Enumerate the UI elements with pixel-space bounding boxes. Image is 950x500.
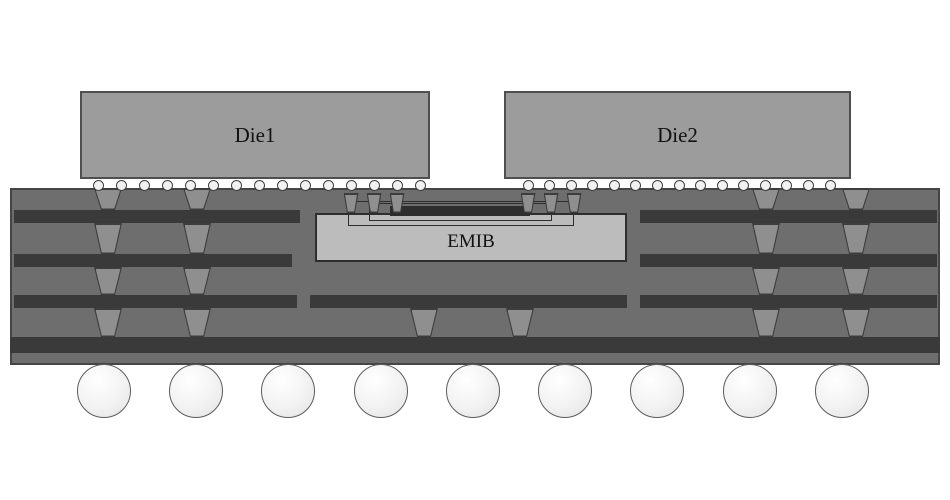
microbump	[368, 179, 380, 191]
via-fill	[95, 189, 121, 209]
microbump	[544, 179, 556, 191]
microbump	[184, 179, 196, 191]
via-fill	[391, 194, 403, 212]
microbump	[230, 179, 242, 191]
microbump	[391, 179, 403, 191]
die2: Die2	[504, 91, 851, 179]
solder-ball	[261, 364, 315, 418]
microbump	[161, 179, 173, 191]
solder-ball	[446, 364, 500, 418]
microbump	[802, 179, 814, 191]
die1: Die1	[80, 91, 430, 179]
microvia	[366, 193, 382, 213]
microbump	[630, 179, 642, 191]
via-fill	[545, 194, 557, 212]
microbump	[322, 179, 334, 191]
die2-label: Die2	[657, 122, 698, 147]
via	[842, 188, 870, 210]
routing-trace	[310, 295, 627, 308]
microbump	[92, 179, 104, 191]
emib-bridge: EMIB	[315, 213, 627, 262]
microbump	[276, 179, 288, 191]
microvia	[543, 193, 559, 213]
via-fill	[345, 194, 357, 212]
solder-ball	[723, 364, 777, 418]
solder-ball	[77, 364, 131, 418]
via	[752, 308, 780, 337]
solder-ball	[538, 364, 592, 418]
microbump	[115, 179, 127, 191]
microbump	[587, 179, 599, 191]
via	[94, 223, 122, 254]
solder-ball	[354, 364, 408, 418]
microbump	[781, 179, 793, 191]
ground-plane	[10, 337, 940, 353]
via	[94, 188, 122, 210]
via	[752, 188, 780, 210]
microvia	[520, 193, 536, 213]
microbump	[738, 179, 750, 191]
via	[94, 267, 122, 295]
routing-trace	[640, 210, 937, 223]
via-fill	[753, 189, 779, 209]
via	[183, 188, 211, 210]
microbump	[673, 179, 685, 191]
microbump	[207, 179, 219, 191]
routing-trace	[14, 254, 292, 267]
bridge-trace-outline	[348, 201, 574, 226]
emib-label: EMIB	[447, 231, 495, 252]
microbump	[716, 179, 728, 191]
via-fill	[368, 194, 380, 212]
microvia	[343, 193, 359, 213]
microbump	[824, 179, 836, 191]
microbump	[608, 179, 620, 191]
via-fill	[522, 194, 534, 212]
via-fill	[568, 194, 580, 212]
die1-label: Die1	[234, 122, 276, 147]
microbump	[522, 179, 534, 191]
routing-trace	[14, 295, 297, 308]
microbump	[695, 179, 707, 191]
microbump	[253, 179, 265, 191]
microbump	[345, 179, 357, 191]
solder-ball	[630, 364, 684, 418]
microvia	[389, 193, 405, 213]
microbump	[299, 179, 311, 191]
microbump	[414, 179, 426, 191]
bridge-trace-bar	[390, 206, 530, 216]
solder-ball	[815, 364, 869, 418]
microbump	[565, 179, 577, 191]
solder-ball	[169, 364, 223, 418]
microbump	[759, 179, 771, 191]
routing-trace	[640, 295, 937, 308]
routing-trace	[640, 254, 937, 267]
microvia	[566, 193, 582, 213]
microbump	[138, 179, 150, 191]
via-fill	[184, 189, 210, 209]
microbump	[651, 179, 663, 191]
routing-trace	[14, 210, 300, 223]
via-fill	[843, 189, 869, 209]
